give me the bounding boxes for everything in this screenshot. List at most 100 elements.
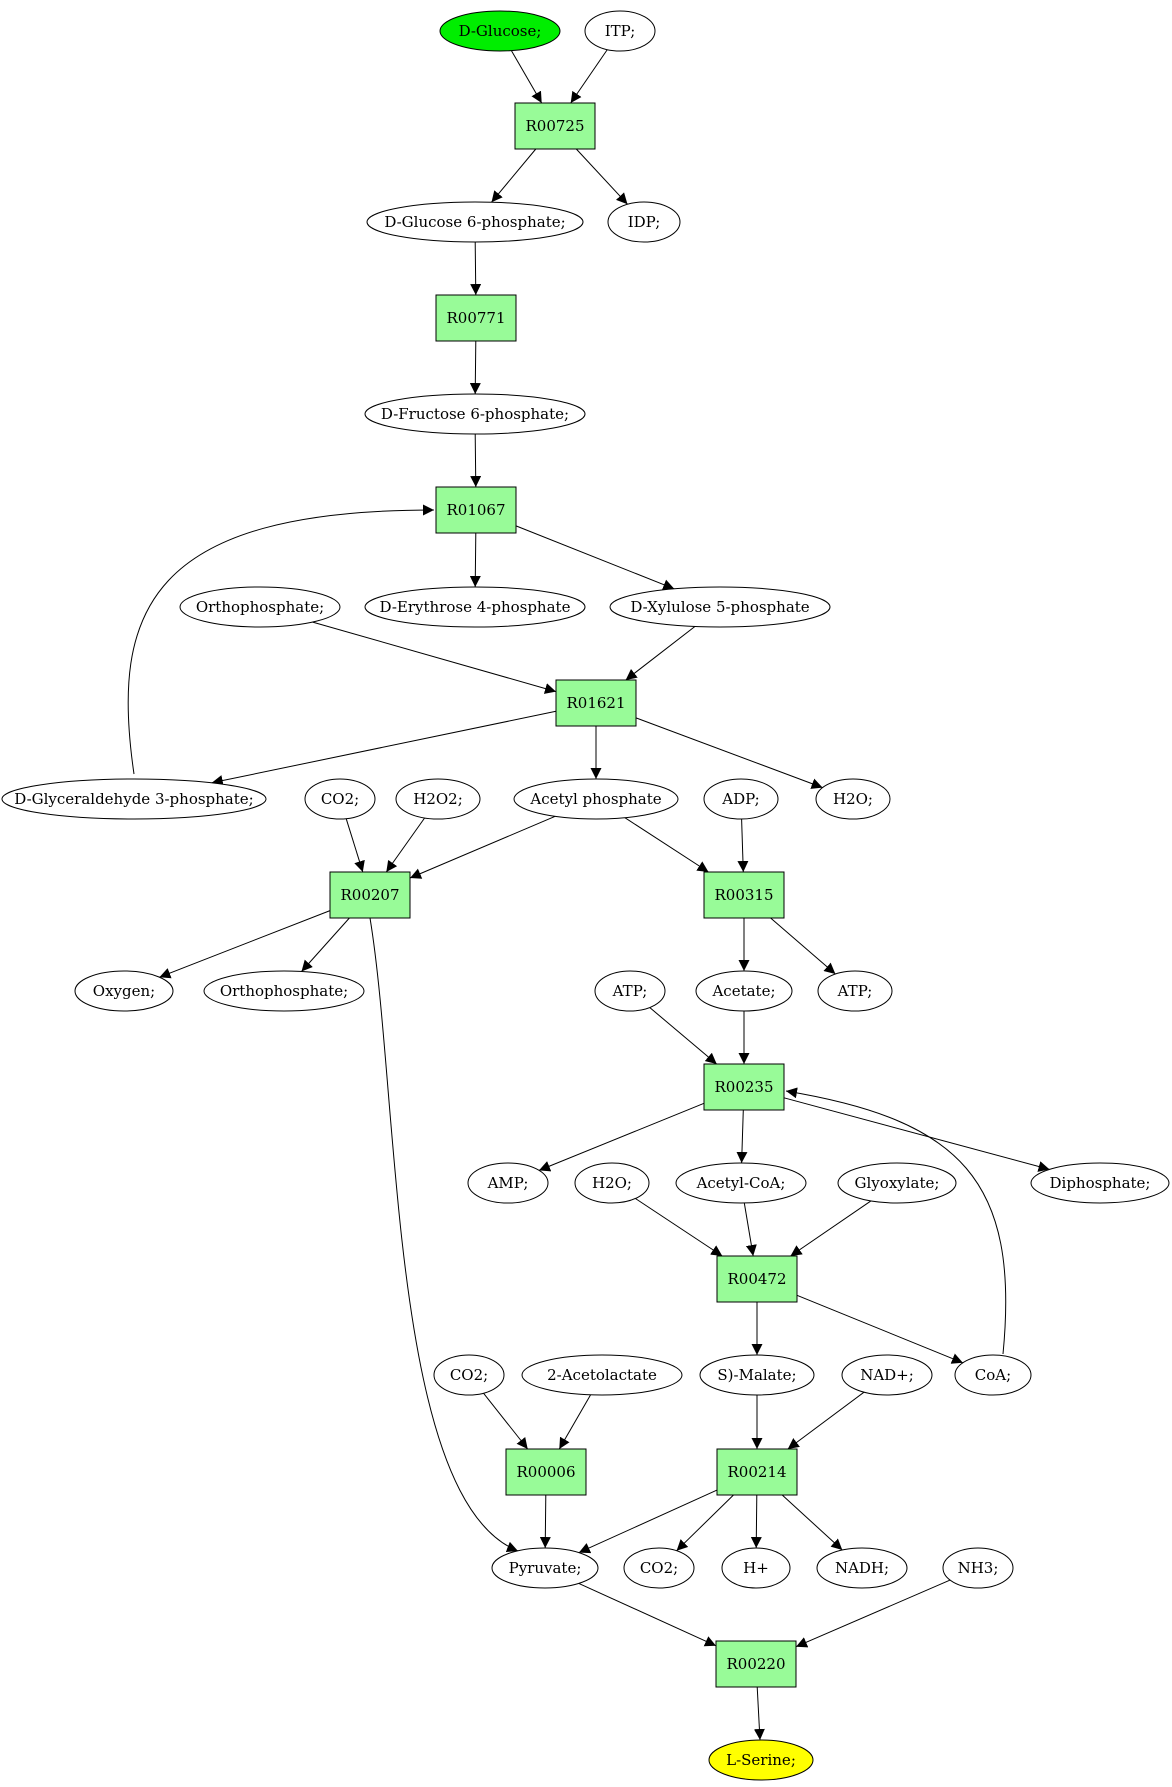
node-label: R00315 <box>714 886 773 904</box>
node-label: D-Erythrose 4-phosphate <box>380 598 571 616</box>
compound-node-acetate: Acetate; <box>695 970 793 1012</box>
compound-ellipse <box>623 1547 695 1589</box>
compound-node-orthophos2: Orthophosphate; <box>203 970 365 1012</box>
reaction-node-r00472: R00472 <box>716 1255 798 1303</box>
reaction-box <box>703 871 785 919</box>
reaction-node-r01067: R01067 <box>435 486 517 534</box>
reaction-box <box>514 102 596 150</box>
compound-node-lserine: L-Serine; <box>708 1739 814 1781</box>
reaction-box <box>329 871 411 919</box>
edge-h2o2-to-r00207 <box>385 817 426 873</box>
reaction-box <box>555 679 637 727</box>
edge-r00214-to-pyruvate <box>578 1489 718 1554</box>
compound-ellipse <box>837 1162 957 1204</box>
compound-node-idp: IDP; <box>607 201 681 243</box>
compound-ellipse <box>366 201 584 243</box>
edge-r00235-to-amp <box>538 1102 705 1172</box>
node-label: Glyoxylate; <box>855 1174 940 1192</box>
node-label: Pyruvate; <box>509 1559 582 1577</box>
edge-r00207-to-orthophos2 <box>301 917 350 972</box>
compound-node-co2c: CO2; <box>623 1547 695 1589</box>
edge-g3p-to-r01067 <box>127 504 435 775</box>
compound-ellipse <box>439 10 561 52</box>
edge-r00472-to-coa <box>796 1294 964 1364</box>
compound-ellipse <box>594 970 666 1012</box>
compound-node-coa: CoA; <box>954 1354 1032 1396</box>
node-label: R00472 <box>727 1270 786 1288</box>
node-label: ATP; <box>612 982 648 1000</box>
compound-node-malate: S)-Malate; <box>699 1354 815 1396</box>
compound-ellipse <box>703 778 779 820</box>
edge-r00214-to-hplus <box>750 1494 762 1549</box>
node-label: IDP; <box>628 213 661 231</box>
edge-r00771-to-f6p <box>469 340 481 395</box>
edge-dglucose-to-r00725 <box>510 50 543 104</box>
reaction-box <box>703 1063 785 1111</box>
compound-ellipse <box>817 970 893 1012</box>
node-label: 2-Acetolactate <box>547 1366 657 1384</box>
node-label: ATP; <box>837 982 873 1000</box>
compound-ellipse <box>521 1354 683 1396</box>
edge-f6p-to-r01067 <box>470 433 482 488</box>
node-label: D-Xylulose 5-phosphate <box>630 598 809 616</box>
edge-r00207-to-oxygen <box>159 910 331 979</box>
edge-r00214-to-nadh <box>781 1494 843 1551</box>
node-label: R00220 <box>726 1655 785 1673</box>
compound-node-e4p: D-Erythrose 4-phosphate <box>364 586 586 628</box>
compound-node-pyruvate: Pyruvate; <box>491 1547 599 1589</box>
reaction-node-r00315: R00315 <box>703 871 785 919</box>
compound-node-adp: ADP; <box>703 778 779 820</box>
edge-glyoxylate-to-r00472 <box>790 1200 872 1257</box>
edge-acetylp-to-r00207 <box>409 815 556 879</box>
node-label: Diphosphate; <box>1050 1174 1151 1192</box>
edge-orthophos1-to-r01621 <box>312 621 557 694</box>
edge-nh3-to-r00220 <box>795 1579 951 1648</box>
reaction-box <box>435 486 517 534</box>
compound-ellipse <box>304 778 376 820</box>
edge-r00006-to-pyruvate <box>539 1494 551 1549</box>
node-label: R01067 <box>446 501 505 519</box>
compound-ellipse <box>203 970 365 1012</box>
node-label: Oxygen; <box>93 982 155 1000</box>
reaction-box <box>716 1255 798 1303</box>
compound-node-nadh: NADH; <box>816 1547 908 1589</box>
node-label: NH3; <box>958 1559 999 1577</box>
node-label: ITP; <box>605 22 636 40</box>
reaction-node-r00725: R00725 <box>514 102 596 150</box>
compound-ellipse <box>433 1354 505 1396</box>
edge-r01621-to-h2oa <box>635 717 823 789</box>
node-label: R00214 <box>727 1463 786 1481</box>
node-label: R00725 <box>525 117 584 135</box>
edge-co2a-to-r00207 <box>345 818 365 873</box>
edge-adp-to-r00315 <box>737 818 749 873</box>
compound-ellipse <box>491 1547 599 1589</box>
node-label: Orthophosphate; <box>196 598 324 616</box>
node-label: D-Fructose 6-phosphate; <box>381 405 569 423</box>
node-label: CO2; <box>640 1559 678 1577</box>
compound-ellipse <box>1030 1162 1170 1204</box>
node-label: R00235 <box>714 1078 773 1096</box>
compound-node-glyoxylate: Glyoxylate; <box>837 1162 957 1204</box>
compound-ellipse <box>364 586 586 628</box>
compound-node-x5p: D-Xylulose 5-phosphate <box>609 586 831 628</box>
reaction-box <box>715 1640 797 1688</box>
node-label: R00771 <box>446 309 505 327</box>
node-label: NADH; <box>835 1559 889 1577</box>
edge-r00235-to-diphosphate <box>783 1097 1050 1172</box>
node-label: Acetate; <box>711 982 775 1000</box>
node-label: D-Glucose; <box>459 22 542 40</box>
compound-ellipse <box>675 1162 807 1204</box>
edge-coa-to-r00235 <box>785 1087 1007 1355</box>
compound-ellipse <box>395 778 481 820</box>
edge-itp-to-r00725 <box>570 49 608 104</box>
compound-ellipse <box>1 778 267 820</box>
compound-node-nadplus: NAD+; <box>841 1354 933 1396</box>
node-label: CoA; <box>975 1366 1011 1384</box>
compound-node-g3p: D-Glyceraldehyde 3-phosphate; <box>1 778 267 820</box>
node-label: H2O2; <box>413 790 463 808</box>
compound-node-atpb: ATP; <box>817 970 893 1012</box>
compound-ellipse <box>584 10 656 52</box>
compound-node-g6p: D-Glucose 6-phosphate; <box>366 201 584 243</box>
compound-node-acetolactate: 2-Acetolactate <box>521 1354 683 1396</box>
